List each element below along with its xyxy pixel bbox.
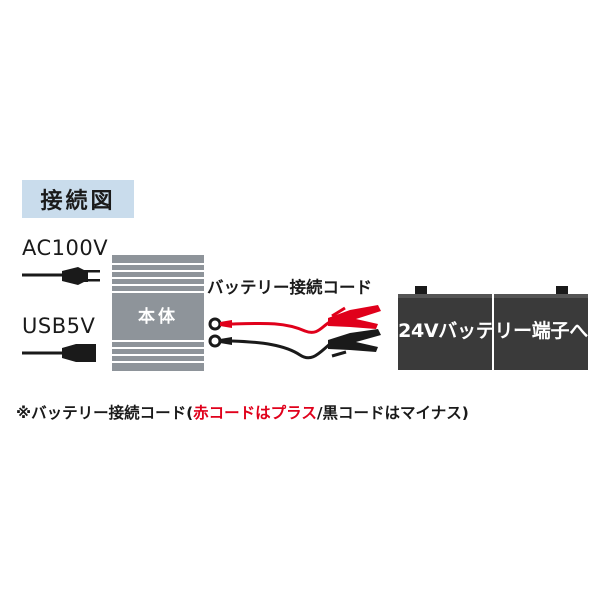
red-cord [231,320,331,334]
ac-input-label: AC100V [22,236,109,260]
usb-plug-icon [22,344,96,362]
main-unit: 本体 [112,255,204,371]
main-unit-body [112,255,204,371]
cord-note-prefix: ※バッテリー接続コード( [16,404,194,422]
diagram-title: 接続図 [22,180,134,218]
black-cord [231,339,331,360]
battery-label: 24Vバッテリー端子へ [398,320,588,342]
usb-input-label: USB5V [22,314,96,338]
battery-terminal-icon [415,286,568,295]
alligator-clip-icon [328,305,381,358]
cord-label: バッテリー接続コード [207,278,372,297]
cord-note-red: 赤コードはプラス [193,404,317,422]
ring-terminal-icon [208,317,232,348]
cord-note: ※バッテリー接続コード(赤コードはプラス/黒コードはマイナス) [16,401,469,423]
main-unit-vents [112,263,204,363]
main-unit-label: 本体 [138,307,178,327]
diagram-title-text: 接続図 [40,189,116,214]
cord-note-suffix: /黒コードはマイナス) [316,404,469,422]
ac-plug-icon [22,267,100,285]
